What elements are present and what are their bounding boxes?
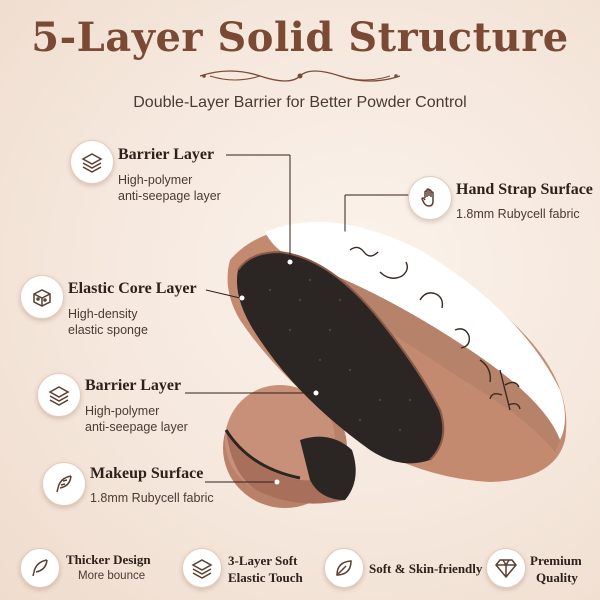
sponge-icon (20, 275, 64, 319)
desc-line: anti-seepage layer (118, 189, 221, 203)
hand-strap-surface-desc: 1.8mm Rubycell fabric (456, 207, 580, 221)
leaf-icon (324, 548, 364, 588)
barrier-layer-top-desc: High-polymer anti-seepage layer (118, 172, 221, 204)
feature-premium-title-1: Premium (530, 553, 582, 568)
makeup-surface-title: Makeup Surface (90, 465, 204, 482)
main-puff (227, 221, 567, 482)
layers-icon (37, 373, 81, 417)
feature-3-layer-title-2: Elastic Touch (228, 570, 303, 585)
feather-icon (42, 462, 86, 506)
diamond-icon (486, 548, 526, 588)
desc-line: High-polymer (118, 173, 193, 187)
back-puff (223, 385, 356, 508)
feature-soft-skin-title: Soft & Skin-friendly (369, 561, 483, 576)
hand-icon (408, 176, 452, 220)
barrier-layer-bottom-title: Barrier Layer (85, 377, 182, 394)
barrier-layer-top-title: Barrier Layer (118, 146, 215, 163)
page-subtitle: Double-Layer Barrier for Better Powder C… (133, 94, 467, 111)
desc-line: High-density (68, 307, 138, 321)
feature-thicker-design-sub: More bounce (78, 570, 146, 582)
desc-line: anti-seepage layer (85, 420, 188, 434)
makeup-surface-desc: 1.8mm Rubycell fabric (90, 491, 214, 505)
desc-line: elastic sponge (68, 323, 148, 337)
feature-premium-title-2: Quality (536, 570, 578, 585)
layers-icon (70, 140, 114, 184)
page-title: 5-Layer Solid Structure (31, 14, 569, 61)
hand-strap-surface-title: Hand Strap Surface (456, 181, 593, 198)
layers-icon (182, 548, 222, 588)
elastic-core-layer-desc: High-density elastic sponge (68, 306, 148, 338)
feature-3-layer-title-1: 3-Layer Soft (228, 553, 298, 568)
elastic-core-layer-title: Elastic Core Layer (68, 280, 197, 297)
feature-thicker-design-title: Thicker Design (66, 552, 151, 567)
desc-line: High-polymer (85, 404, 160, 418)
barrier-layer-bottom-desc: High-polymer anti-seepage layer (85, 403, 188, 435)
ornament-divider (199, 70, 401, 82)
feather-icon (20, 548, 60, 588)
